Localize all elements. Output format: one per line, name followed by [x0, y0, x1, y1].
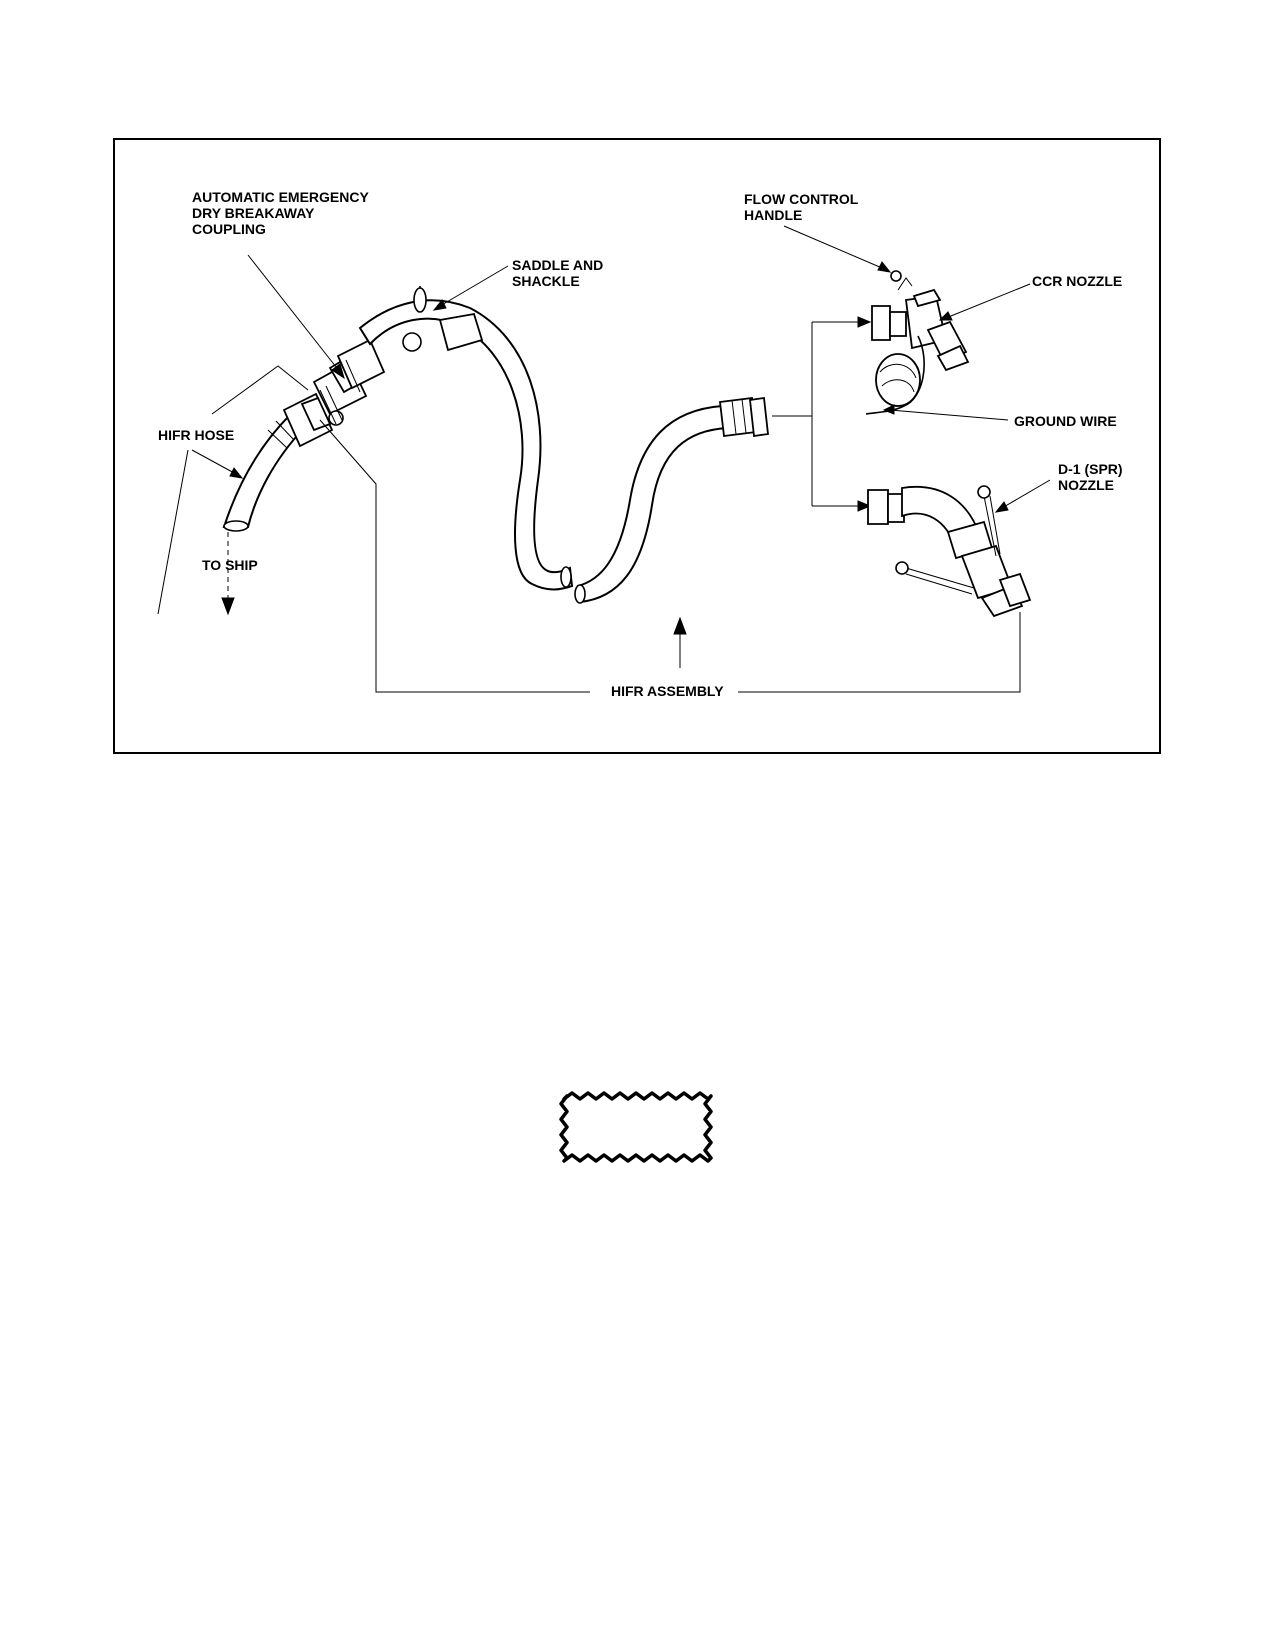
to-ship-label: TO SHIP	[202, 557, 258, 573]
hifr-assembly-label: HIFR ASSEMBLY	[611, 683, 724, 699]
flow-control-label-line-2: HANDLE	[744, 207, 802, 223]
d1-nozzle-label-line-2: NOZZLE	[1058, 477, 1114, 493]
coupling-label-line-2: DRY BREAKAWAY	[192, 205, 315, 221]
breakaway-coupling-drawing	[282, 338, 386, 448]
saddle-label-line-1: SADDLE AND	[512, 257, 603, 273]
coupling-label-line-3: COUPLING	[192, 221, 266, 237]
d1-nozzle-label-line-1: D-1 (SPR)	[1058, 461, 1123, 477]
wavy-border-box	[559, 1091, 713, 1163]
leader-lines	[157, 225, 1051, 693]
ccr-nozzle-label: CCR NOZZLE	[1032, 273, 1122, 289]
d1-nozzle-drawing	[867, 485, 1032, 618]
coupling-label-line-1: AUTOMATIC EMERGENCY	[192, 189, 369, 205]
ground-wire-label: GROUND WIRE	[1014, 413, 1117, 429]
ccr-nozzle-drawing	[865, 270, 970, 415]
flow-control-label-line-1: FLOW CONTROL	[744, 191, 859, 207]
main-hose-drawing	[358, 286, 574, 591]
saddle-label-line-2: SHACKLE	[512, 273, 580, 289]
branch-bracket	[772, 316, 872, 512]
hose-section-right-drawing	[574, 396, 769, 604]
hifr-hose-label: HIFR HOSE	[158, 427, 234, 443]
